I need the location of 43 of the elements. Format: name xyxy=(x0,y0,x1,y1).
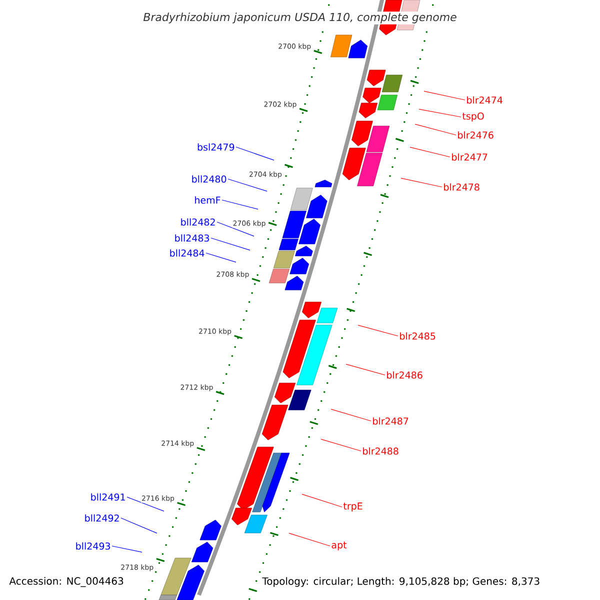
leader-line xyxy=(346,364,386,376)
accession-text: Accession: NC_004463 xyxy=(9,577,124,587)
genome-info-text: Topology: circular; Length: 9,105,828 bp; Genes: 8,373 xyxy=(261,576,542,588)
leader-line xyxy=(126,496,164,512)
leader-line xyxy=(302,494,342,508)
gene-label: bll2484 xyxy=(170,249,204,257)
leader-line xyxy=(358,324,398,336)
gene-label: bll2483 xyxy=(175,234,210,242)
leader-line xyxy=(112,546,142,552)
gene-label: blr2478 xyxy=(444,183,480,191)
gene-label: blr2486 xyxy=(387,371,422,379)
leader-line xyxy=(410,146,450,158)
gene-label: blr2476 xyxy=(458,131,494,139)
gene-label: blr2474 xyxy=(467,96,502,104)
leader-line xyxy=(418,108,462,118)
leader-line xyxy=(400,178,442,188)
leader-line xyxy=(424,90,466,100)
leader-line xyxy=(288,532,330,546)
leader-line xyxy=(228,178,268,192)
leader-line xyxy=(330,408,372,422)
leader-line xyxy=(216,222,254,236)
title: Bradyrhizobium japonicum USDA 110, complete genome xyxy=(142,12,458,24)
gene-label: hemF xyxy=(195,196,220,204)
leader-line xyxy=(236,146,274,160)
gene-label: trpE xyxy=(343,502,362,512)
leader-line xyxy=(320,438,362,452)
gene-label: apt xyxy=(332,542,347,550)
gene-label: blr2485 xyxy=(400,332,436,340)
gene-label: blr2488 xyxy=(363,447,398,455)
gene-label: bll2491 xyxy=(91,493,125,501)
leader-line xyxy=(222,200,258,210)
gene-label: tspO xyxy=(462,112,484,122)
gene-label: bll2482 xyxy=(181,218,215,226)
gene-label: blr2487 xyxy=(373,417,408,425)
leader-line xyxy=(206,252,236,262)
gene-label: bll2493 xyxy=(76,542,110,550)
gene-label: bll2480 xyxy=(192,175,226,183)
gene-label: blr2477 xyxy=(452,153,488,161)
leader-line xyxy=(210,238,250,250)
leader-line xyxy=(414,124,456,136)
gene-label: bll2492 xyxy=(85,514,119,522)
gene-label: bsl2479 xyxy=(198,143,234,151)
leader-line xyxy=(120,518,158,534)
